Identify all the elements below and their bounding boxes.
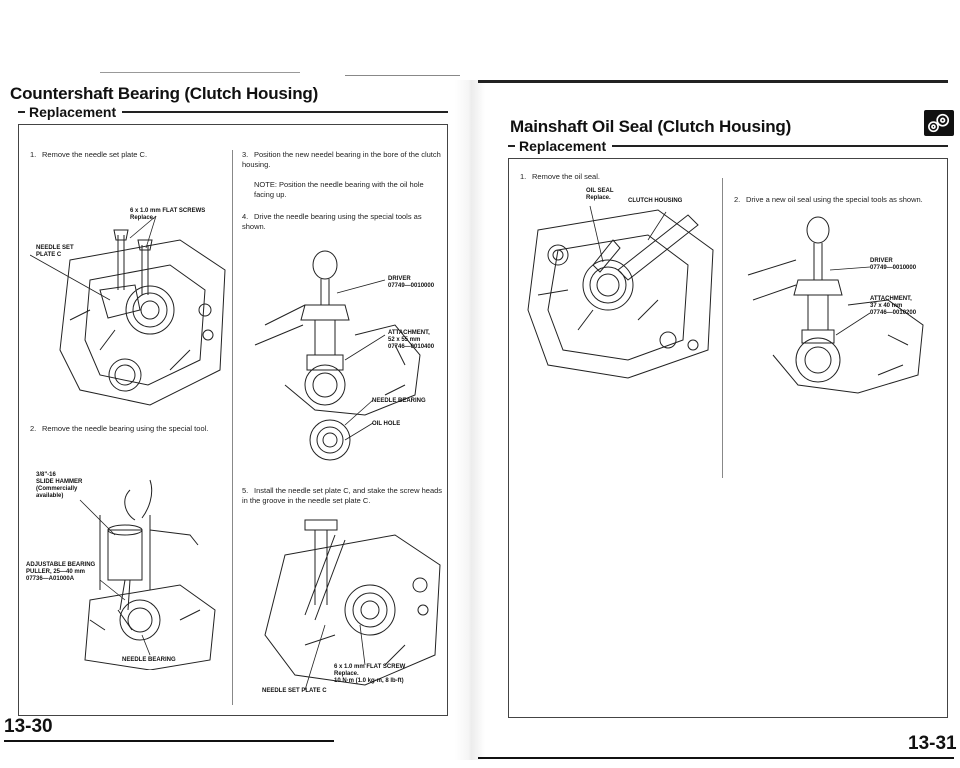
page-number: 13-31 <box>908 733 957 754</box>
callout-attachment: ATTACHMENT, 37 x 40 mm 07746—0010200 <box>870 296 917 316</box>
bottom-rule <box>478 757 954 759</box>
callout-slide-hammer: 3/8"-16 SLIDE HAMMER (Commercially avail… <box>36 472 83 499</box>
callout-needle-set-plate-c: NEEDLE SET PLATE C <box>262 688 327 694</box>
callout-needle-set-plate: NEEDLE SET PLATE C <box>36 245 74 258</box>
transmission-section-icon <box>924 110 954 136</box>
illustration-install-oil-seal <box>738 215 928 395</box>
content-frame <box>18 124 448 716</box>
illustration-stake-screw <box>245 515 445 690</box>
top-rule <box>100 72 300 73</box>
step-1: 1.Remove the oil seal. <box>520 172 600 181</box>
page-left: Countershaft Bearing (Clutch Housing) Re… <box>0 0 462 768</box>
bottom-rule <box>4 740 334 742</box>
page-title: Mainshaft Oil Seal (Clutch Housing) <box>510 117 792 136</box>
section-subtitle: Replacement <box>18 104 448 120</box>
puller-drawing <box>79 479 216 670</box>
illustration-bearing-puller <box>30 470 230 670</box>
content-frame <box>508 158 948 718</box>
page-right: Mainshaft Oil Seal (Clutch Housing) Repl… <box>478 0 960 768</box>
top-rule <box>345 75 460 76</box>
illustration-driver-attachment <box>245 245 445 470</box>
callout-adjustable-bearing-puller: ADJUSTABLE BEARING PULLER, 25—40 mm 0773… <box>26 562 96 582</box>
step-2: 2.Drive a new oil seal using the special… <box>734 195 923 204</box>
driver-drawing <box>254 250 421 461</box>
column-divider <box>722 178 723 478</box>
callout-driver: DRIVER 07749—0010000 <box>388 276 435 289</box>
callout-needle-bearing: NEEDLE BEARING <box>122 657 176 663</box>
page-title: Countershaft Bearing (Clutch Housing) <box>10 84 319 103</box>
callout-flat-screw: 6 x 1.0 mm FLAT SCREW Replace. 10 N·m (1… <box>334 664 406 684</box>
step-5: 5.Install the needle set plate C, and st… <box>242 486 443 505</box>
column-divider <box>232 150 233 705</box>
stake-drawing <box>264 519 441 690</box>
callout-needle-bearing: NEEDLE BEARING <box>372 398 426 404</box>
step-1: 1.Remove the needle set plate C. <box>30 150 148 159</box>
callout-flat-screws: 6 x 1.0 mm FLAT SCREWS Replace. <box>130 208 206 221</box>
illustration-remove-oil-seal <box>518 200 718 380</box>
step-2: 2.Remove the needle bearing using the sp… <box>30 424 209 433</box>
oil-seal-driver-drawing <box>747 216 924 394</box>
page-number: 13-30 <box>4 716 53 737</box>
callout-attachment: ATTACHMENT, 52 x 55 mm 07746—0010400 <box>388 330 435 350</box>
book-gutter <box>455 80 485 760</box>
step-4: 4.Drive the needle bearing using the spe… <box>242 212 422 231</box>
top-rule <box>478 80 948 83</box>
callout-driver: DRIVER 07749—0010000 <box>870 258 917 271</box>
note: NOTE: Position the needle bearing with t… <box>254 180 424 199</box>
section-subtitle: Replacement <box>508 138 948 154</box>
illustration-needle-set-plate <box>30 200 230 410</box>
callout-oil-hole: OIL HOLE <box>372 421 401 427</box>
step-3: 3.Position the new needel bearing in the… <box>242 150 441 169</box>
housing-drawing <box>30 215 226 406</box>
callout-oil-seal: OIL SEAL Replace. <box>586 188 614 201</box>
callout-clutch-housing: CLUTCH HOUSING <box>628 198 683 204</box>
oil-seal-drawing <box>527 205 714 379</box>
